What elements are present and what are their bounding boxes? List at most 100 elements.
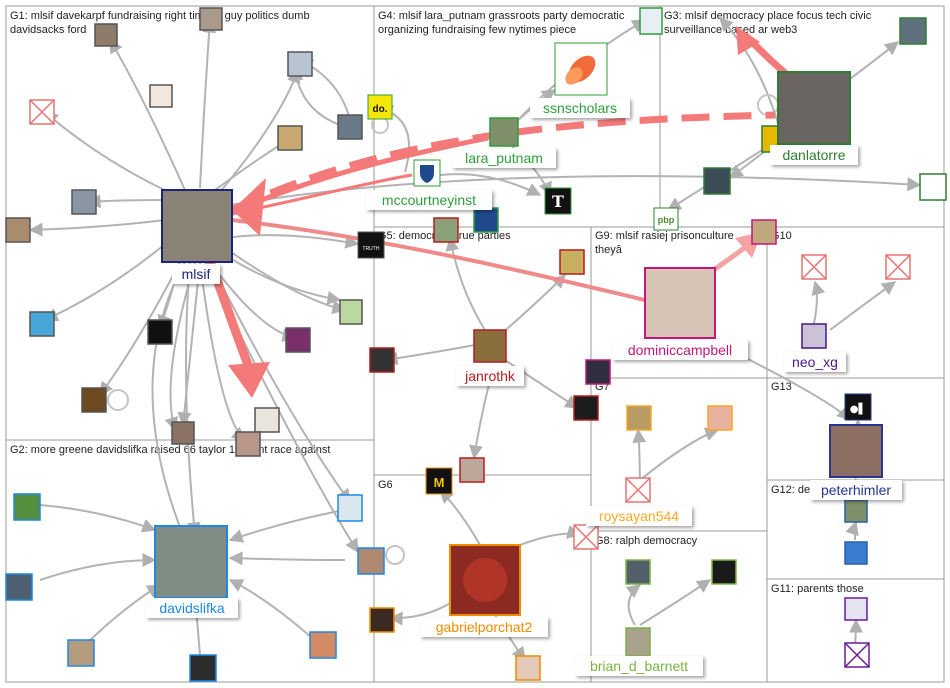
edge: [43, 111, 176, 196]
pbp-icon[interactable]: [653, 207, 679, 231]
avatar[interactable]: [625, 559, 651, 585]
avatar[interactable]: [309, 631, 337, 659]
shield-icon: [420, 165, 434, 183]
avatar[interactable]: [473, 329, 507, 363]
medium-dots-icon[interactable]: [844, 393, 872, 421]
avatar[interactable]: [285, 327, 311, 353]
node-label-dominiccampbell: dominiccampbell: [628, 342, 732, 358]
avatar[interactable]: [357, 547, 385, 575]
edge: [224, 234, 360, 249]
avatar[interactable]: [81, 387, 107, 413]
edge: [439, 173, 542, 196]
avatar[interactable]: [573, 395, 599, 421]
avatar[interactable]: [433, 217, 459, 243]
group-label-g1: G1: mlsif davekarpf fundraising right ti…: [10, 10, 310, 22]
avatar[interactable]: [625, 627, 651, 657]
svg-text:●▌: ●▌: [850, 402, 866, 415]
edge: [445, 236, 486, 331]
avatar[interactable]: [899, 17, 927, 45]
node-label-mccourtneyinst: mccourtneyinst: [382, 192, 476, 208]
avatar[interactable]: [287, 51, 313, 77]
avatar[interactable]: [585, 359, 611, 385]
edge-mlsif-lara: [231, 135, 489, 215]
avatar[interactable]: [919, 173, 947, 201]
avatar[interactable]: [5, 573, 33, 601]
group-label-g2: G2: more greene davidslifka raised 66 ta…: [10, 444, 330, 456]
avatar[interactable]: [339, 299, 363, 325]
avatar[interactable]: [473, 207, 499, 233]
group-label-g9-line2: theyâ: [595, 244, 623, 256]
avatar[interactable]: [94, 23, 118, 47]
mlsif-avatar[interactable]: [161, 189, 233, 263]
avatar[interactable]: [67, 639, 95, 667]
group-label-g11: G11: parents those: [771, 583, 864, 595]
avatar[interactable]: [29, 311, 55, 337]
group-labels: G1: mlsif davekarpf fundraising right ti…: [10, 10, 872, 595]
node-label-danlatorre: danlatorre: [782, 147, 845, 163]
avatar[interactable]: [13, 493, 41, 521]
truth-icon[interactable]: [357, 231, 385, 259]
avatar[interactable]: [189, 654, 217, 682]
edge: [228, 579, 321, 646]
edge-mlsif-danlatorre: [230, 111, 776, 214]
do-icon[interactable]: [367, 94, 393, 120]
svg-text:do.: do.: [373, 104, 388, 115]
edge: [86, 194, 169, 209]
avatar[interactable]: [751, 219, 777, 245]
svg-text:TRUTH: TRUTH: [363, 246, 380, 252]
svg-text:M: M: [434, 475, 445, 490]
davidslifka-avatar[interactable]: [154, 525, 228, 599]
avatar[interactable]: [235, 431, 261, 457]
edge: [227, 249, 347, 315]
node-label-davidslifka: davidslifka: [159, 600, 225, 616]
avatar[interactable]: [5, 217, 31, 243]
edge: [625, 584, 642, 626]
avatar[interactable]: [171, 421, 195, 445]
avatar[interactable]: [703, 167, 731, 195]
edge: [729, 349, 851, 421]
group-label-g4: G4: mlsif lara_putnam grassroots party d…: [378, 10, 625, 22]
avatar[interactable]: [277, 125, 303, 151]
avatar[interactable]: [844, 499, 868, 523]
arrowhead-danlatorre: [736, 26, 760, 55]
avatar[interactable]: [515, 655, 541, 681]
avatar[interactable]: [369, 347, 395, 373]
avatar[interactable]: [559, 249, 585, 275]
avatar[interactable]: [199, 7, 223, 31]
avatar[interactable]: [801, 323, 827, 349]
avatar[interactable]: [489, 117, 519, 147]
edge: [185, 261, 201, 537]
avatar[interactable]: [844, 541, 868, 565]
edge: [383, 344, 476, 366]
node-label-gabrielporchat2: gabrielporchat2: [436, 619, 533, 635]
avatar[interactable]: [71, 189, 97, 215]
edge: [151, 261, 187, 542]
avatar[interactable]: [147, 319, 173, 345]
avatar[interactable]: [337, 494, 363, 522]
edge: [28, 219, 166, 237]
avatar[interactable]: [707, 405, 733, 431]
avatar[interactable]: [254, 407, 280, 433]
avatar[interactable]: [369, 607, 395, 633]
peter-avatar[interactable]: [829, 424, 883, 478]
medium-icon[interactable]: [425, 467, 453, 495]
special-icons: do. T pbp TRUTH M ●▌: [29, 42, 911, 668]
avatar[interactable]: [626, 405, 652, 431]
node-label-neo-xg: neo_xg: [792, 354, 838, 370]
avatar[interactable]: [337, 114, 363, 140]
node-label-mlsif: mlsif: [182, 266, 211, 282]
edge-mlsif-dominic: [231, 218, 646, 302]
avatar[interactable]: [639, 7, 663, 35]
arrowheads-red: [228, 26, 762, 398]
avatar[interactable]: [844, 597, 868, 621]
avatar[interactable]: [459, 457, 485, 483]
avatar[interactable]: [149, 84, 173, 108]
dominic-avatar[interactable]: [644, 267, 716, 339]
group-label-g9: G9: mlsif rasiej prisonculture: [595, 230, 734, 242]
danlatorre-avatar[interactable]: [777, 71, 851, 145]
svg-text:pbp: pbp: [658, 215, 675, 225]
edge: [228, 509, 346, 543]
edge: [845, 520, 859, 541]
avatar[interactable]: [711, 559, 737, 585]
nyt-icon[interactable]: [544, 187, 572, 215]
